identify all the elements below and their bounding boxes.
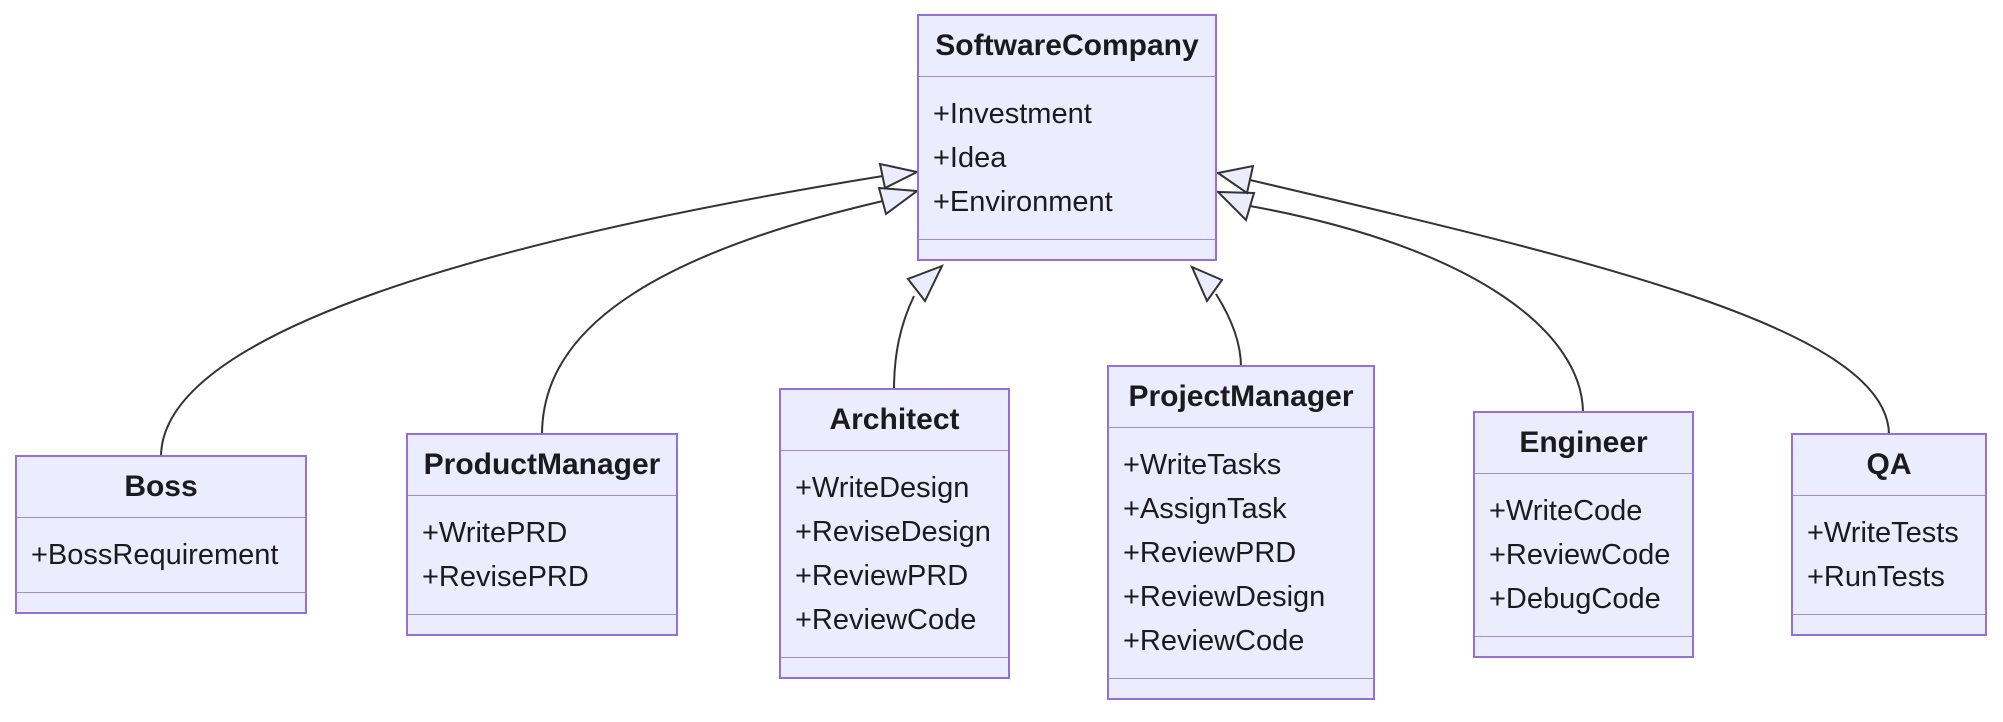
class-member: +WriteCode: [1489, 495, 1643, 527]
inheritance-edge-architect: [893, 295, 915, 391]
class-member: +RunTests: [1807, 561, 1945, 593]
inheritance-arrowhead-boss: [878, 162, 920, 190]
class-member: +WriteTasks: [1123, 449, 1282, 481]
inheritance-edge-projectmanager: [1215, 293, 1242, 368]
class-members: +WriteDesign +ReviseDesign +ReviewPRD +R…: [781, 451, 1008, 658]
class-box-projectmanager: ProjectManager +WriteTasks +AssignTask +…: [1107, 365, 1375, 700]
class-title: ProjectManager: [1109, 367, 1373, 428]
class-member: +ReviewPRD: [795, 560, 969, 592]
class-member: +Idea: [933, 142, 1007, 174]
inheritance-arrowhead-engineer: [1215, 190, 1256, 222]
class-member: +BossRequirement: [31, 539, 279, 571]
inheritance-arrowhead-architect: [906, 264, 945, 303]
class-box-architect: Architect +WriteDesign +ReviseDesign +Re…: [779, 388, 1010, 679]
class-title: Architect: [781, 390, 1008, 451]
inheritance-edge-engineer: [1249, 205, 1584, 414]
class-title: Engineer: [1475, 413, 1692, 474]
class-title: ProductManager: [408, 435, 676, 496]
class-methods-empty: [781, 658, 1008, 677]
class-members: +WriteCode +ReviewCode +DebugCode: [1475, 474, 1692, 637]
class-member: +RevisePRD: [422, 561, 589, 593]
class-title: SoftwareCompany: [919, 16, 1215, 77]
class-methods-empty: [1475, 637, 1692, 656]
class-member: +WriteDesign: [795, 472, 970, 504]
class-member: +Environment: [933, 186, 1113, 218]
class-member: +ReviewCode: [1489, 539, 1671, 571]
class-members: +WriteTests +RunTests: [1793, 496, 1985, 615]
class-methods-empty: [1109, 679, 1373, 698]
class-box-qa: QA +WriteTests +RunTests: [1791, 433, 1987, 636]
class-methods-empty: [408, 615, 676, 634]
inheritance-arrowhead-projectmanager: [1190, 265, 1224, 304]
class-methods-empty: [1793, 615, 1985, 634]
class-member: +ReviseDesign: [795, 516, 991, 548]
class-box-boss: Boss +BossRequirement: [15, 455, 307, 614]
class-title: Boss: [17, 457, 305, 518]
inheritance-edge-productmanager: [541, 200, 884, 436]
class-member: +WritePRD: [422, 517, 568, 549]
class-member: +WriteTests: [1807, 517, 1959, 549]
class-members: +Investment +Idea +Environment: [919, 77, 1215, 240]
class-member: +DebugCode: [1489, 583, 1661, 615]
class-box-engineer: Engineer +WriteCode +ReviewCode +DebugCo…: [1473, 411, 1694, 658]
class-members: +BossRequirement: [17, 518, 305, 593]
class-methods-empty: [17, 593, 305, 612]
inheritance-arrowhead-qa: [1215, 164, 1255, 195]
inheritance-edge-boss: [160, 175, 884, 458]
class-methods-empty: [919, 240, 1215, 259]
class-member: +ReviewCode: [1123, 625, 1305, 657]
class-members: +WritePRD +RevisePRD: [408, 496, 676, 615]
class-member: +Investment: [933, 98, 1092, 130]
class-member: +ReviewPRD: [1123, 537, 1297, 569]
class-member: +ReviewDesign: [1123, 581, 1326, 613]
class-title: QA: [1793, 435, 1985, 496]
class-box-softwarecompany: SoftwareCompany +Investment +Idea +Envir…: [917, 14, 1217, 261]
inheritance-edge-qa: [1249, 179, 1890, 436]
class-member: +AssignTask: [1123, 493, 1287, 525]
class-box-productmanager: ProductManager +WritePRD +RevisePRD: [406, 433, 678, 636]
inheritance-arrowhead-productmanager: [877, 186, 920, 216]
class-member: +ReviewCode: [795, 604, 977, 636]
class-members: +WriteTasks +AssignTask +ReviewPRD +Revi…: [1109, 428, 1373, 679]
